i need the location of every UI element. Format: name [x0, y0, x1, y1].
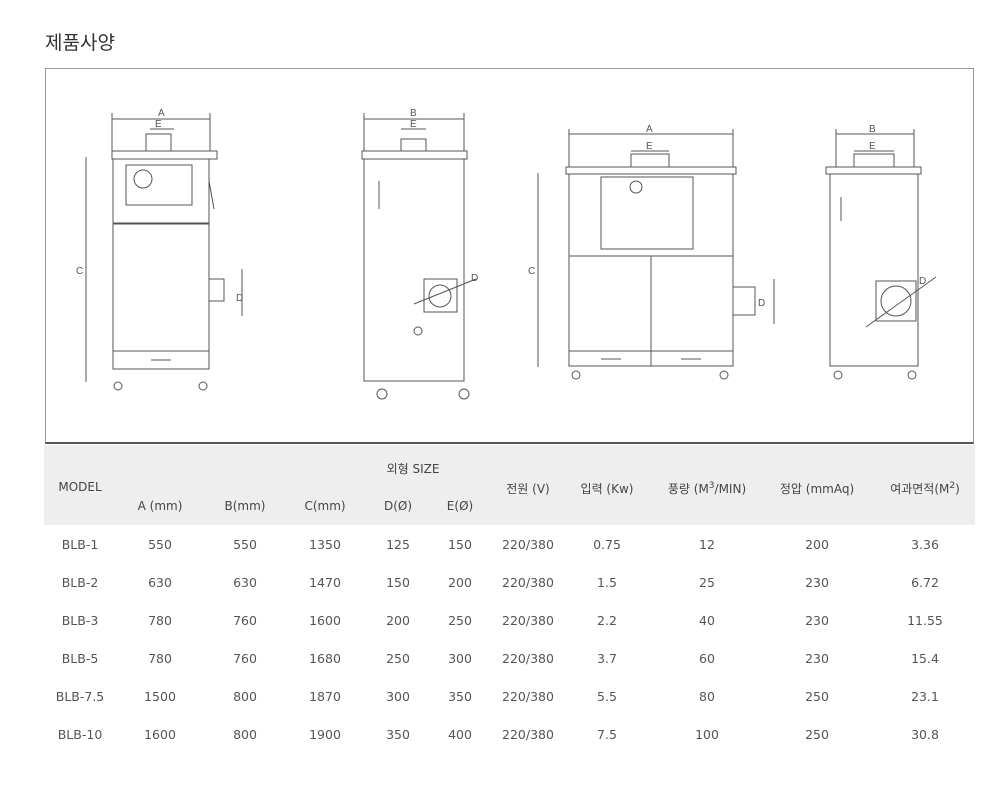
spec-drawing: A E C D B E D A E C D B E D [45, 68, 974, 444]
cell-b: 760 [233, 613, 257, 628]
front-view-small [85, 113, 243, 391]
cell-pressure: 200 [805, 537, 829, 552]
svg-text:D: D [471, 273, 478, 284]
cell-flow: 60 [699, 651, 715, 666]
cell-power: 220/380 [502, 727, 554, 742]
cell-d: 150 [386, 575, 410, 590]
svg-text:C: C [528, 266, 535, 277]
svg-text:D: D [919, 276, 926, 287]
cell-a: 550 [148, 537, 172, 552]
cell-power: 220/380 [502, 689, 554, 704]
header-pressure: 정압 (mmAq) [779, 482, 855, 496]
cell-pressure: 230 [805, 575, 829, 590]
svg-text:B: B [410, 108, 417, 119]
cell-model: BLB-2 [61, 575, 99, 590]
cell-input: 1.5 [597, 575, 617, 590]
cell-power: 220/380 [502, 575, 554, 590]
cell-e: 200 [448, 575, 472, 590]
cell-d: 200 [386, 613, 410, 628]
cell-c: 1680 [309, 651, 341, 666]
cell-b: 800 [233, 689, 257, 704]
cell-c: 1470 [309, 575, 341, 590]
cell-d: 350 [386, 727, 410, 742]
cell-d: 250 [386, 651, 410, 666]
cell-b: 800 [233, 727, 257, 742]
svg-text:C: C [76, 266, 83, 277]
cell-b: 550 [233, 537, 257, 552]
cell-flow: 25 [699, 575, 715, 590]
cell-model: BLB-3 [61, 613, 99, 628]
cell-e: 400 [448, 727, 472, 742]
cell-a: 780 [148, 613, 172, 628]
cell-d: 300 [386, 689, 410, 704]
cell-filter-area: 11.55 [907, 613, 943, 628]
cell-c: 1870 [309, 689, 341, 704]
cell-model: BLB-5 [61, 651, 99, 666]
cell-e: 150 [448, 537, 472, 552]
side-view-small [361, 113, 477, 400]
label-a: A [158, 108, 165, 119]
front-view-large [537, 129, 775, 380]
header-filter-area: 여과면적(M2) [890, 481, 960, 496]
cell-e: 300 [448, 651, 472, 666]
svg-text:D: D [236, 293, 243, 304]
svg-text:E: E [869, 141, 876, 152]
page-title: 제품사양 [45, 32, 115, 54]
svg-text:B: B [869, 124, 876, 135]
cell-input: 5.5 [597, 689, 617, 704]
svg-text:D: D [758, 298, 765, 309]
cell-power: 220/380 [502, 651, 554, 666]
cell-d: 125 [386, 537, 410, 552]
cell-pressure: 250 [805, 689, 829, 704]
cell-c: 1350 [309, 537, 341, 552]
cell-e: 250 [448, 613, 472, 628]
cell-flow: 100 [695, 727, 719, 742]
header-input: 입력 (Kw) [580, 482, 634, 496]
cell-filter-area: 30.8 [911, 727, 939, 742]
cell-filter-area: 3.36 [911, 537, 939, 552]
cell-c: 1600 [309, 613, 341, 628]
header-a: A (mm) [137, 499, 183, 513]
header-c: C(mm) [304, 499, 346, 513]
cell-filter-area: 23.1 [911, 689, 939, 704]
header-d: D(Ø) [383, 499, 413, 513]
header-size-group: 외형 SIZE [386, 462, 440, 476]
cell-a: 1500 [144, 689, 176, 704]
cell-input: 0.75 [593, 537, 621, 552]
header-power: 전원 (V) [506, 482, 550, 496]
cell-model: BLB-7.5 [55, 689, 105, 704]
svg-text:A: A [646, 124, 653, 135]
cell-input: 7.5 [597, 727, 617, 742]
header-flow: 풍량 (M3/MIN) [667, 481, 747, 496]
header-model: MODEL [58, 480, 102, 494]
header-e: E(Ø) [446, 499, 474, 513]
cell-filter-area: 15.4 [911, 651, 939, 666]
svg-text:E: E [410, 119, 417, 130]
side-view-large [825, 129, 937, 380]
cell-filter-area: 6.72 [911, 575, 939, 590]
cell-a: 780 [148, 651, 172, 666]
cell-model: BLB-1 [61, 537, 99, 552]
cell-power: 220/380 [502, 613, 554, 628]
cell-model: BLB-10 [57, 727, 103, 742]
header-b: B(mm) [224, 499, 266, 513]
cell-e: 350 [448, 689, 472, 704]
cell-flow: 80 [699, 689, 715, 704]
cell-a: 630 [148, 575, 172, 590]
cell-pressure: 230 [805, 613, 829, 628]
cell-input: 2.2 [597, 613, 617, 628]
spec-table-header [44, 445, 975, 525]
cell-flow: 12 [699, 537, 715, 552]
cell-a: 1600 [144, 727, 176, 742]
cell-b: 630 [233, 575, 257, 590]
cell-power: 220/380 [502, 537, 554, 552]
cell-flow: 40 [699, 613, 715, 628]
svg-text:E: E [646, 141, 653, 152]
cell-input: 3.7 [597, 651, 617, 666]
cell-b: 760 [233, 651, 257, 666]
svg-text:E: E [155, 119, 162, 130]
cell-pressure: 230 [805, 651, 829, 666]
cell-c: 1900 [309, 727, 341, 742]
cell-pressure: 250 [805, 727, 829, 742]
